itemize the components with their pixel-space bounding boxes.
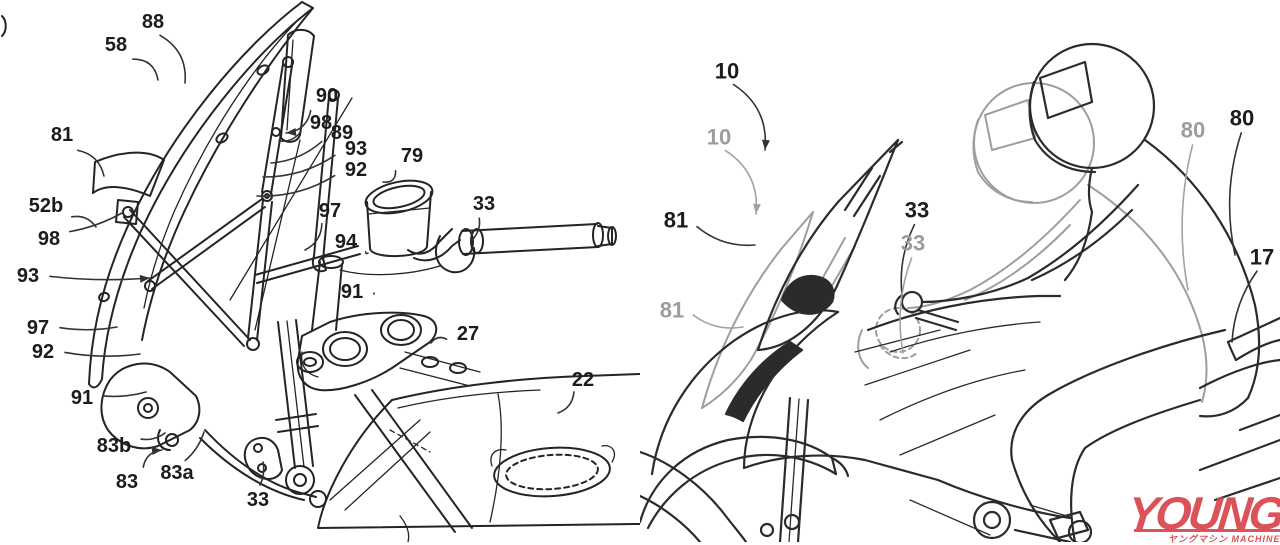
side-deflector: [92, 151, 165, 197]
ref-label-93: 93: [17, 265, 151, 287]
ref-label-92: 92: [256, 159, 367, 197]
svg-text:89: 89: [331, 122, 353, 144]
svg-text:10: 10: [707, 125, 731, 150]
svg-text:83: 83: [116, 471, 138, 493]
ref-label-91: 91: [71, 387, 147, 409]
ref-label-92: 92: [32, 341, 141, 363]
svg-text:94: 94: [335, 231, 358, 253]
svg-text:88: 88: [142, 11, 164, 33]
svg-text:81: 81: [660, 298, 684, 323]
ref-label-79: 79: [382, 145, 423, 183]
ref-label-33: 33: [899, 231, 925, 354]
ref-label-81: 81: [51, 124, 105, 177]
headlight-stay-bracket: [100, 362, 201, 451]
svg-text:27: 27: [457, 323, 479, 345]
ref-label-94: 94: [335, 231, 369, 255]
ref-label-90: 90: [285, 85, 338, 136]
ref-label-58: 58: [105, 34, 159, 81]
svg-text:97: 97: [27, 317, 49, 339]
ref-label-33: 33: [900, 198, 929, 296]
svg-text:91: 91: [71, 387, 93, 409]
svg-text:79: 79: [401, 145, 423, 167]
ref-label-91: 91: [341, 281, 375, 303]
ref-label-17: 17: [1231, 245, 1274, 343]
front-fork: [243, 319, 319, 495]
tank-and-seat: [866, 294, 1280, 390]
ref-label-97: 97: [27, 317, 118, 339]
svg-text:58: 58: [105, 34, 127, 56]
ref-label-93: 93: [262, 138, 367, 178]
ref-label-33: 33: [247, 461, 269, 511]
ref-label-97: 97: [304, 200, 341, 251]
svg-text:33: 33: [473, 193, 495, 215]
svg-text:22: 22: [572, 369, 594, 391]
tail-cowl: [1198, 316, 1280, 502]
svg-text:52b: 52b: [29, 195, 63, 217]
fuel-tank: [317, 373, 640, 542]
svg-text:17: 17: [1250, 245, 1274, 270]
ref-label-52b: 52b: [29, 195, 97, 228]
ref-label-83b: 83b: [97, 432, 166, 457]
patent-figure-windscreen-detail: 885890988993927981339752b949893919792279…: [1, 1, 640, 542]
ref-label-83: 83: [116, 447, 163, 493]
ref-label-80: 80: [1181, 118, 1205, 291]
svg-text:97: 97: [319, 200, 341, 222]
steering-stem: [311, 255, 441, 331]
rider-body: [894, 138, 1261, 542]
svg-text:33: 33: [247, 489, 269, 511]
edge-mark: [1, 15, 7, 37]
svg-text:81: 81: [51, 124, 73, 146]
svg-text:81: 81: [664, 208, 688, 233]
svg-text:33: 33: [905, 198, 929, 223]
windscreen-raised: [756, 138, 904, 352]
patent-figure-motorcycle-side: 10 10 81 81 33 33 80 80 17: [640, 42, 1280, 542]
mirror: [780, 274, 835, 315]
ref-label-10: 10: [715, 59, 770, 151]
ref-label-27: 27: [430, 323, 479, 345]
ref-label-98: 98: [38, 212, 123, 250]
svg-text:93: 93: [17, 265, 39, 287]
ref-label-10: 10: [707, 125, 761, 215]
svg-text:80: 80: [1181, 118, 1205, 143]
svg-text:33: 33: [901, 231, 925, 256]
front-fairing: [650, 309, 1072, 536]
engine-footpeg: [972, 500, 1093, 542]
ref-label-80: 80: [1228, 106, 1254, 256]
svg-text:83b: 83b: [97, 435, 131, 457]
rider-helmet: [1028, 42, 1156, 174]
svg-text:92: 92: [32, 341, 54, 363]
frame-tubes: [329, 389, 473, 533]
rider-ghost: [907, 82, 1208, 403]
ref-label-22: 22: [557, 369, 594, 414]
ref-label-33: 33: [471, 193, 495, 241]
svg-text:98: 98: [38, 228, 60, 250]
headlight: [724, 340, 804, 423]
ref-label-88: 88: [142, 11, 187, 84]
ref-label-83a: 83a: [160, 431, 205, 484]
front-fender-fork-wheel: [640, 396, 850, 542]
ref-label-89: 89: [270, 122, 353, 164]
ref-label-98: 98: [278, 112, 332, 143]
windshield: [88, 1, 314, 389]
brake-reservoir: [364, 179, 461, 262]
svg-text:80: 80: [1230, 106, 1254, 131]
ref-label-81: 81: [664, 208, 756, 247]
svg-text:91: 91: [341, 281, 363, 303]
svg-text:98: 98: [310, 112, 332, 134]
handlebar-grip: [435, 222, 617, 274]
svg-text:92: 92: [345, 159, 367, 181]
ref-label-81: 81: [660, 298, 744, 329]
svg-text:93: 93: [345, 138, 367, 160]
linkage-arms: [115, 56, 361, 351]
svg-text:90: 90: [316, 85, 338, 107]
svg-text:83a: 83a: [160, 462, 194, 484]
triple-clamp: [296, 311, 481, 392]
svg-text:10: 10: [715, 59, 739, 84]
